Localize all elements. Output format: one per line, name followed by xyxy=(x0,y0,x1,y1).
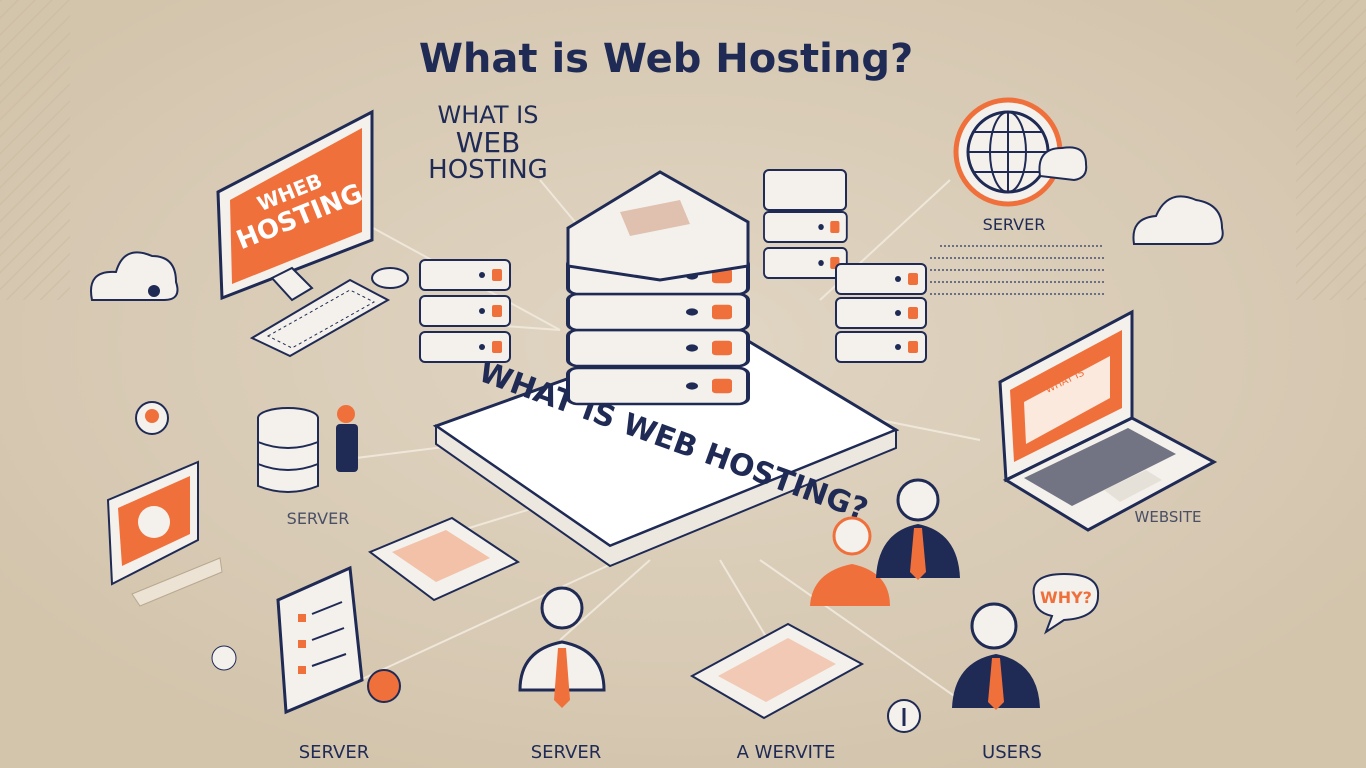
server-stack-icon xyxy=(566,170,750,406)
label-a-website: A WERVITE xyxy=(737,742,836,763)
speech-bubble-icon: WHY? xyxy=(1032,572,1100,635)
badge-icon xyxy=(211,645,237,671)
server-stack-icon xyxy=(419,259,511,363)
hatch-left xyxy=(0,0,70,300)
user-icon xyxy=(876,478,960,580)
label-users: USERS xyxy=(982,742,1042,763)
user-icon xyxy=(952,602,1040,710)
database-icon xyxy=(257,407,319,493)
mouse-icon xyxy=(371,267,409,289)
desktop-monitor-icon: WHEB HOSTING xyxy=(216,109,374,302)
window-icon xyxy=(106,460,223,607)
location-pin-icon xyxy=(135,401,169,435)
central-platform: WHAT IS WEB HOSTING? xyxy=(432,322,900,568)
label-server-bottom-center: SERVER xyxy=(531,742,602,763)
text-paragraph xyxy=(930,245,1104,295)
user-icon xyxy=(810,516,890,606)
label-server-bottom-left: SERVER xyxy=(299,742,370,763)
subtitle-line-3: HOSTING xyxy=(428,155,548,185)
subtitle-line-2: WEB xyxy=(456,126,521,159)
card-icon xyxy=(367,516,521,602)
laptop-icon: WHAT IS xyxy=(998,309,1218,532)
info-icon xyxy=(887,699,921,733)
keyboard-icon xyxy=(249,278,391,358)
speech-bubble-text: WHY? xyxy=(1040,588,1092,607)
server-stack-icon xyxy=(835,263,927,363)
hatch-right xyxy=(1296,0,1366,300)
subtitle-block: WHAT IS WEB HOSTING xyxy=(428,101,548,185)
document-icon xyxy=(276,565,364,715)
label-server-top-right: SERVER xyxy=(983,215,1046,234)
label-server-left: SERVER xyxy=(287,509,350,528)
label-website: WEBSITE xyxy=(1135,508,1202,526)
user-icon xyxy=(336,405,358,472)
subtitle-line-1: WHAT IS xyxy=(438,101,539,129)
cloud-icon xyxy=(90,251,179,301)
globe-icon xyxy=(953,97,1088,207)
cloud-icon xyxy=(1132,195,1224,245)
badge-icon xyxy=(367,669,401,703)
server-stack-icon xyxy=(763,169,848,279)
user-icon xyxy=(518,586,606,708)
page-title: What is Web Hosting? xyxy=(419,36,913,82)
chart-card-icon xyxy=(689,622,865,720)
